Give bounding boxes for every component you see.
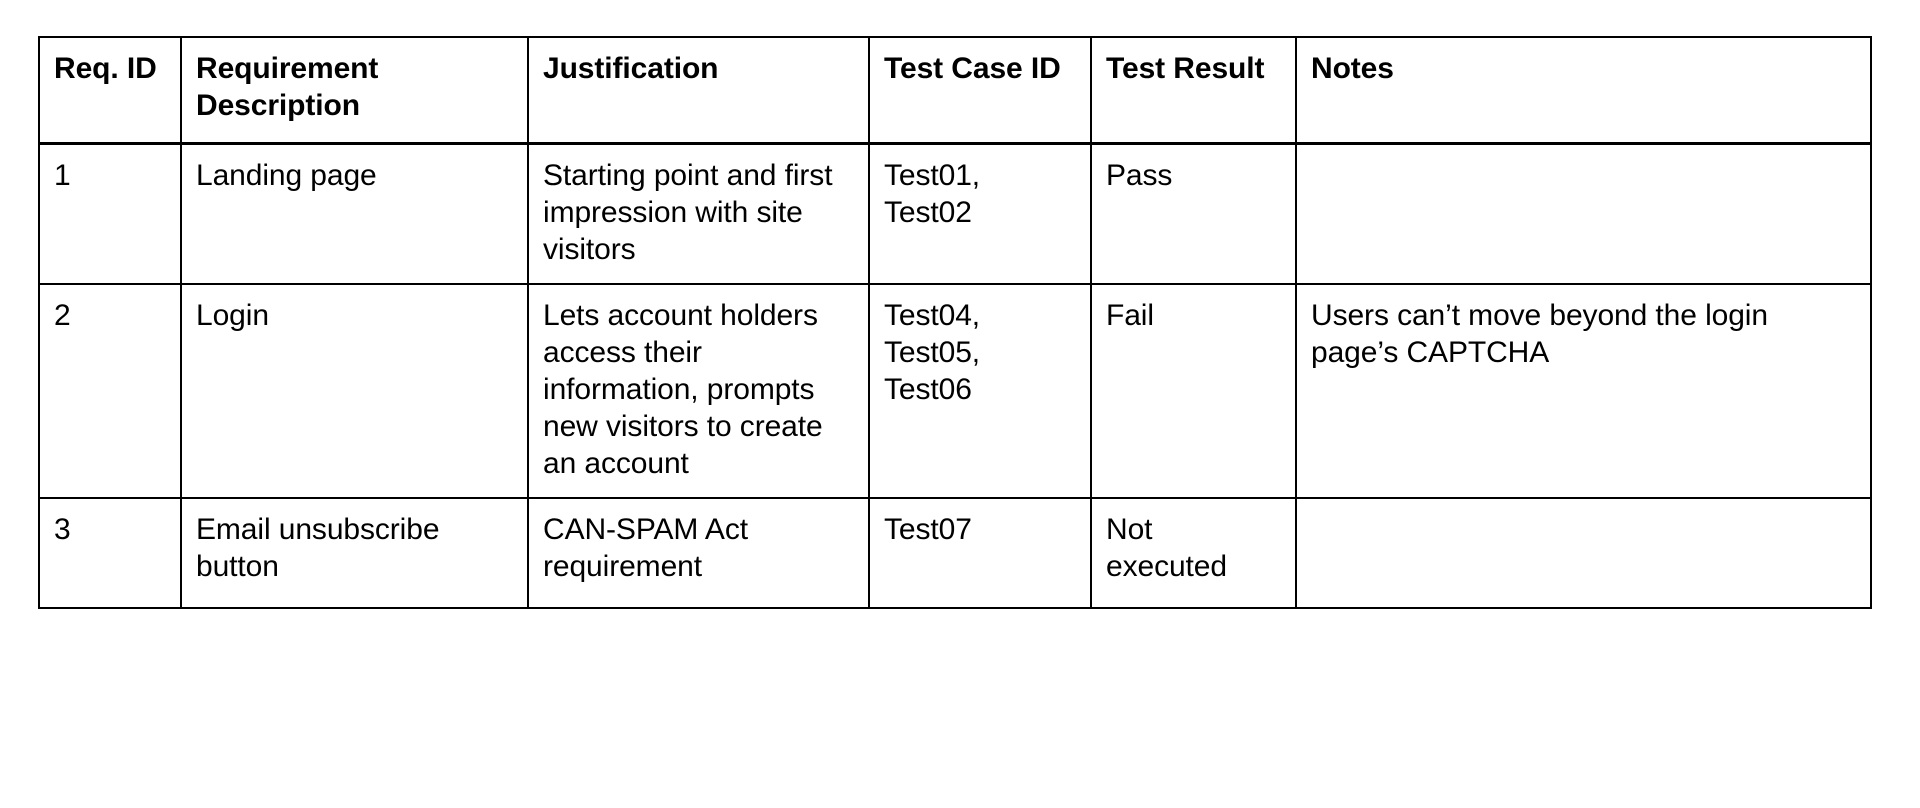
- column-header-notes: Notes: [1295, 36, 1872, 145]
- cell-req-id: 3: [38, 496, 182, 609]
- column-header-requirement-description: Requirement Description: [180, 36, 529, 145]
- table-row: 1 Landing page Starting point and first …: [38, 142, 1872, 285]
- column-header-justification: Justification: [527, 36, 870, 145]
- cell-req-id: 1: [38, 142, 182, 285]
- cell-notes: Users can’t move beyond the login page’s…: [1295, 282, 1872, 499]
- value-justification: Lets account holders access their inform…: [543, 298, 823, 481]
- column-header-test-result: Test Result: [1090, 36, 1297, 145]
- cell-notes: [1295, 496, 1872, 609]
- cell-justification: Starting point and first impression with…: [527, 142, 870, 285]
- column-header-justification-label: Justification: [543, 52, 719, 85]
- cell-req-id: 2: [38, 282, 182, 499]
- table-row: 3 Email unsubscribe button CAN-SPAM Act …: [38, 496, 1872, 609]
- value-justification: CAN-SPAM Act requirement: [543, 512, 748, 583]
- cell-test-case-id: Test01, Test02: [868, 142, 1092, 285]
- cell-test-case-id: Test04, Test05, Test06: [868, 282, 1092, 499]
- column-header-req-id-label: Req. ID: [54, 52, 157, 85]
- value-requirement-description: Login: [196, 298, 269, 332]
- cell-notes: [1295, 142, 1872, 285]
- value-test-result: Fail: [1106, 298, 1154, 332]
- cell-test-result: Not executed: [1090, 496, 1297, 609]
- table-body: 1 Landing page Starting point and first …: [38, 142, 1872, 609]
- cell-test-result: Fail: [1090, 282, 1297, 499]
- value-test-case-id: Test04, Test05, Test06: [884, 298, 981, 406]
- value-req-id: 1: [54, 159, 71, 192]
- column-header-test-result-label: Test Result: [1106, 52, 1265, 85]
- value-test-result: Not executed: [1106, 512, 1227, 583]
- cell-requirement-description: Email unsubscribe button: [180, 496, 529, 609]
- value-notes: [1311, 157, 1856, 158]
- column-header-test-case-id-label: Test Case ID: [884, 52, 1061, 85]
- table-row: 2 Login Lets account holders access thei…: [38, 282, 1872, 499]
- cell-test-case-id: Test07: [868, 496, 1092, 609]
- value-test-case-id: Test01, Test02: [884, 159, 981, 230]
- table-header-row: Req. ID Requirement Description Justific…: [38, 36, 1872, 145]
- column-header-test-case-id: Test Case ID: [868, 36, 1092, 145]
- requirements-traceability-table: Req. ID Requirement Description Justific…: [38, 36, 1872, 609]
- value-req-id: 2: [54, 298, 71, 332]
- value-notes: Users can’t move beyond the login page’s…: [1311, 298, 1768, 369]
- value-requirement-description: Email unsubscribe button: [196, 512, 440, 583]
- column-header-requirement-description-label: Requirement Description: [196, 52, 379, 123]
- table-header: Req. ID Requirement Description Justific…: [38, 36, 1872, 145]
- column-header-req-id: Req. ID: [38, 36, 182, 145]
- cell-requirement-description: Login: [180, 282, 529, 499]
- value-notes: [1311, 511, 1856, 512]
- value-test-result: Pass: [1106, 159, 1173, 192]
- value-justification: Starting point and first impression with…: [543, 159, 833, 267]
- cell-test-result: Pass: [1090, 142, 1297, 285]
- value-requirement-description: Landing page: [196, 159, 377, 192]
- value-test-case-id: Test07: [884, 512, 972, 546]
- value-req-id: 3: [54, 512, 71, 546]
- cell-justification: Lets account holders access their inform…: [527, 282, 870, 499]
- cell-justification: CAN-SPAM Act requirement: [527, 496, 870, 609]
- cell-requirement-description: Landing page: [180, 142, 529, 285]
- column-header-notes-label: Notes: [1311, 52, 1394, 85]
